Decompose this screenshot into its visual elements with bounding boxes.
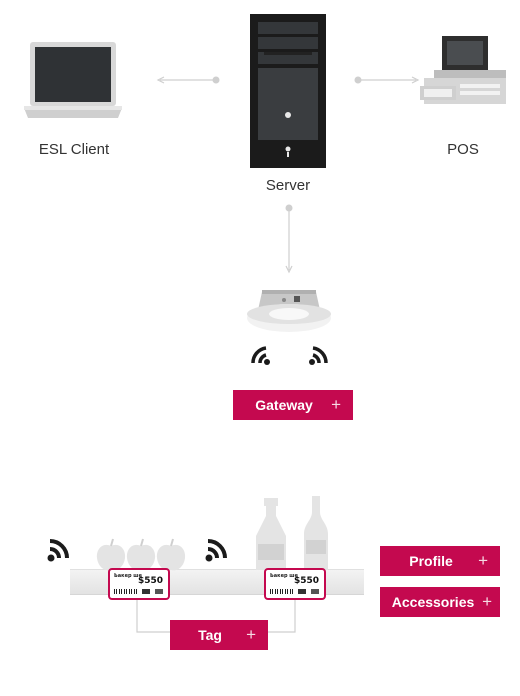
- symbol-icon: [155, 589, 163, 594]
- qr-icon: [142, 589, 150, 594]
- wifi-signal-icon: [47, 539, 69, 562]
- symbol-icon: [311, 589, 319, 594]
- plus-icon: +: [478, 551, 488, 570]
- server-label: Server: [265, 177, 311, 194]
- wifi-signal-icon: [205, 539, 227, 562]
- apple-icon: [96, 538, 186, 571]
- gateway-button-label: Gateway: [255, 397, 313, 413]
- esl-client-label: ESL Client: [38, 141, 110, 158]
- qr-icon: [298, 589, 306, 594]
- plus-icon: +: [482, 592, 492, 611]
- esl-tag[interactable]: Ьакер ше $550: [108, 568, 170, 600]
- connector-tag-left: [136, 600, 172, 633]
- laptop-icon: [24, 42, 122, 118]
- accessories-button-label: Accessories: [391, 594, 475, 610]
- accessories-button[interactable]: Accessories +: [380, 587, 500, 617]
- plus-icon: +: [246, 625, 256, 644]
- pos-label: POS: [447, 141, 479, 158]
- server-tower-icon: [250, 14, 326, 168]
- tag-button-label: Tag: [198, 627, 222, 643]
- tag-price: $550: [293, 576, 319, 586]
- tag-brand: Ьакер ше: [270, 573, 298, 579]
- gateway-device-icon: [247, 290, 331, 332]
- plus-icon: +: [331, 395, 341, 414]
- tag-button[interactable]: Tag +: [170, 620, 268, 650]
- bottle-icon: [256, 496, 328, 570]
- barcode-icon: [114, 589, 138, 594]
- wifi-signal-icon: [251, 346, 270, 365]
- connector-tag-right: [266, 600, 296, 633]
- tag-price: $550: [137, 576, 163, 586]
- profile-button-label: Profile: [409, 553, 453, 569]
- profile-button[interactable]: Profile +: [380, 546, 500, 576]
- pos-terminal-icon: [420, 36, 506, 104]
- barcode-icon: [270, 589, 294, 594]
- esl-tag[interactable]: Ьакер ше $550: [264, 568, 326, 600]
- wifi-signal-icon: [309, 346, 328, 365]
- tag-brand: Ьакер ше: [114, 573, 142, 579]
- gateway-button[interactable]: Gateway +: [233, 390, 353, 420]
